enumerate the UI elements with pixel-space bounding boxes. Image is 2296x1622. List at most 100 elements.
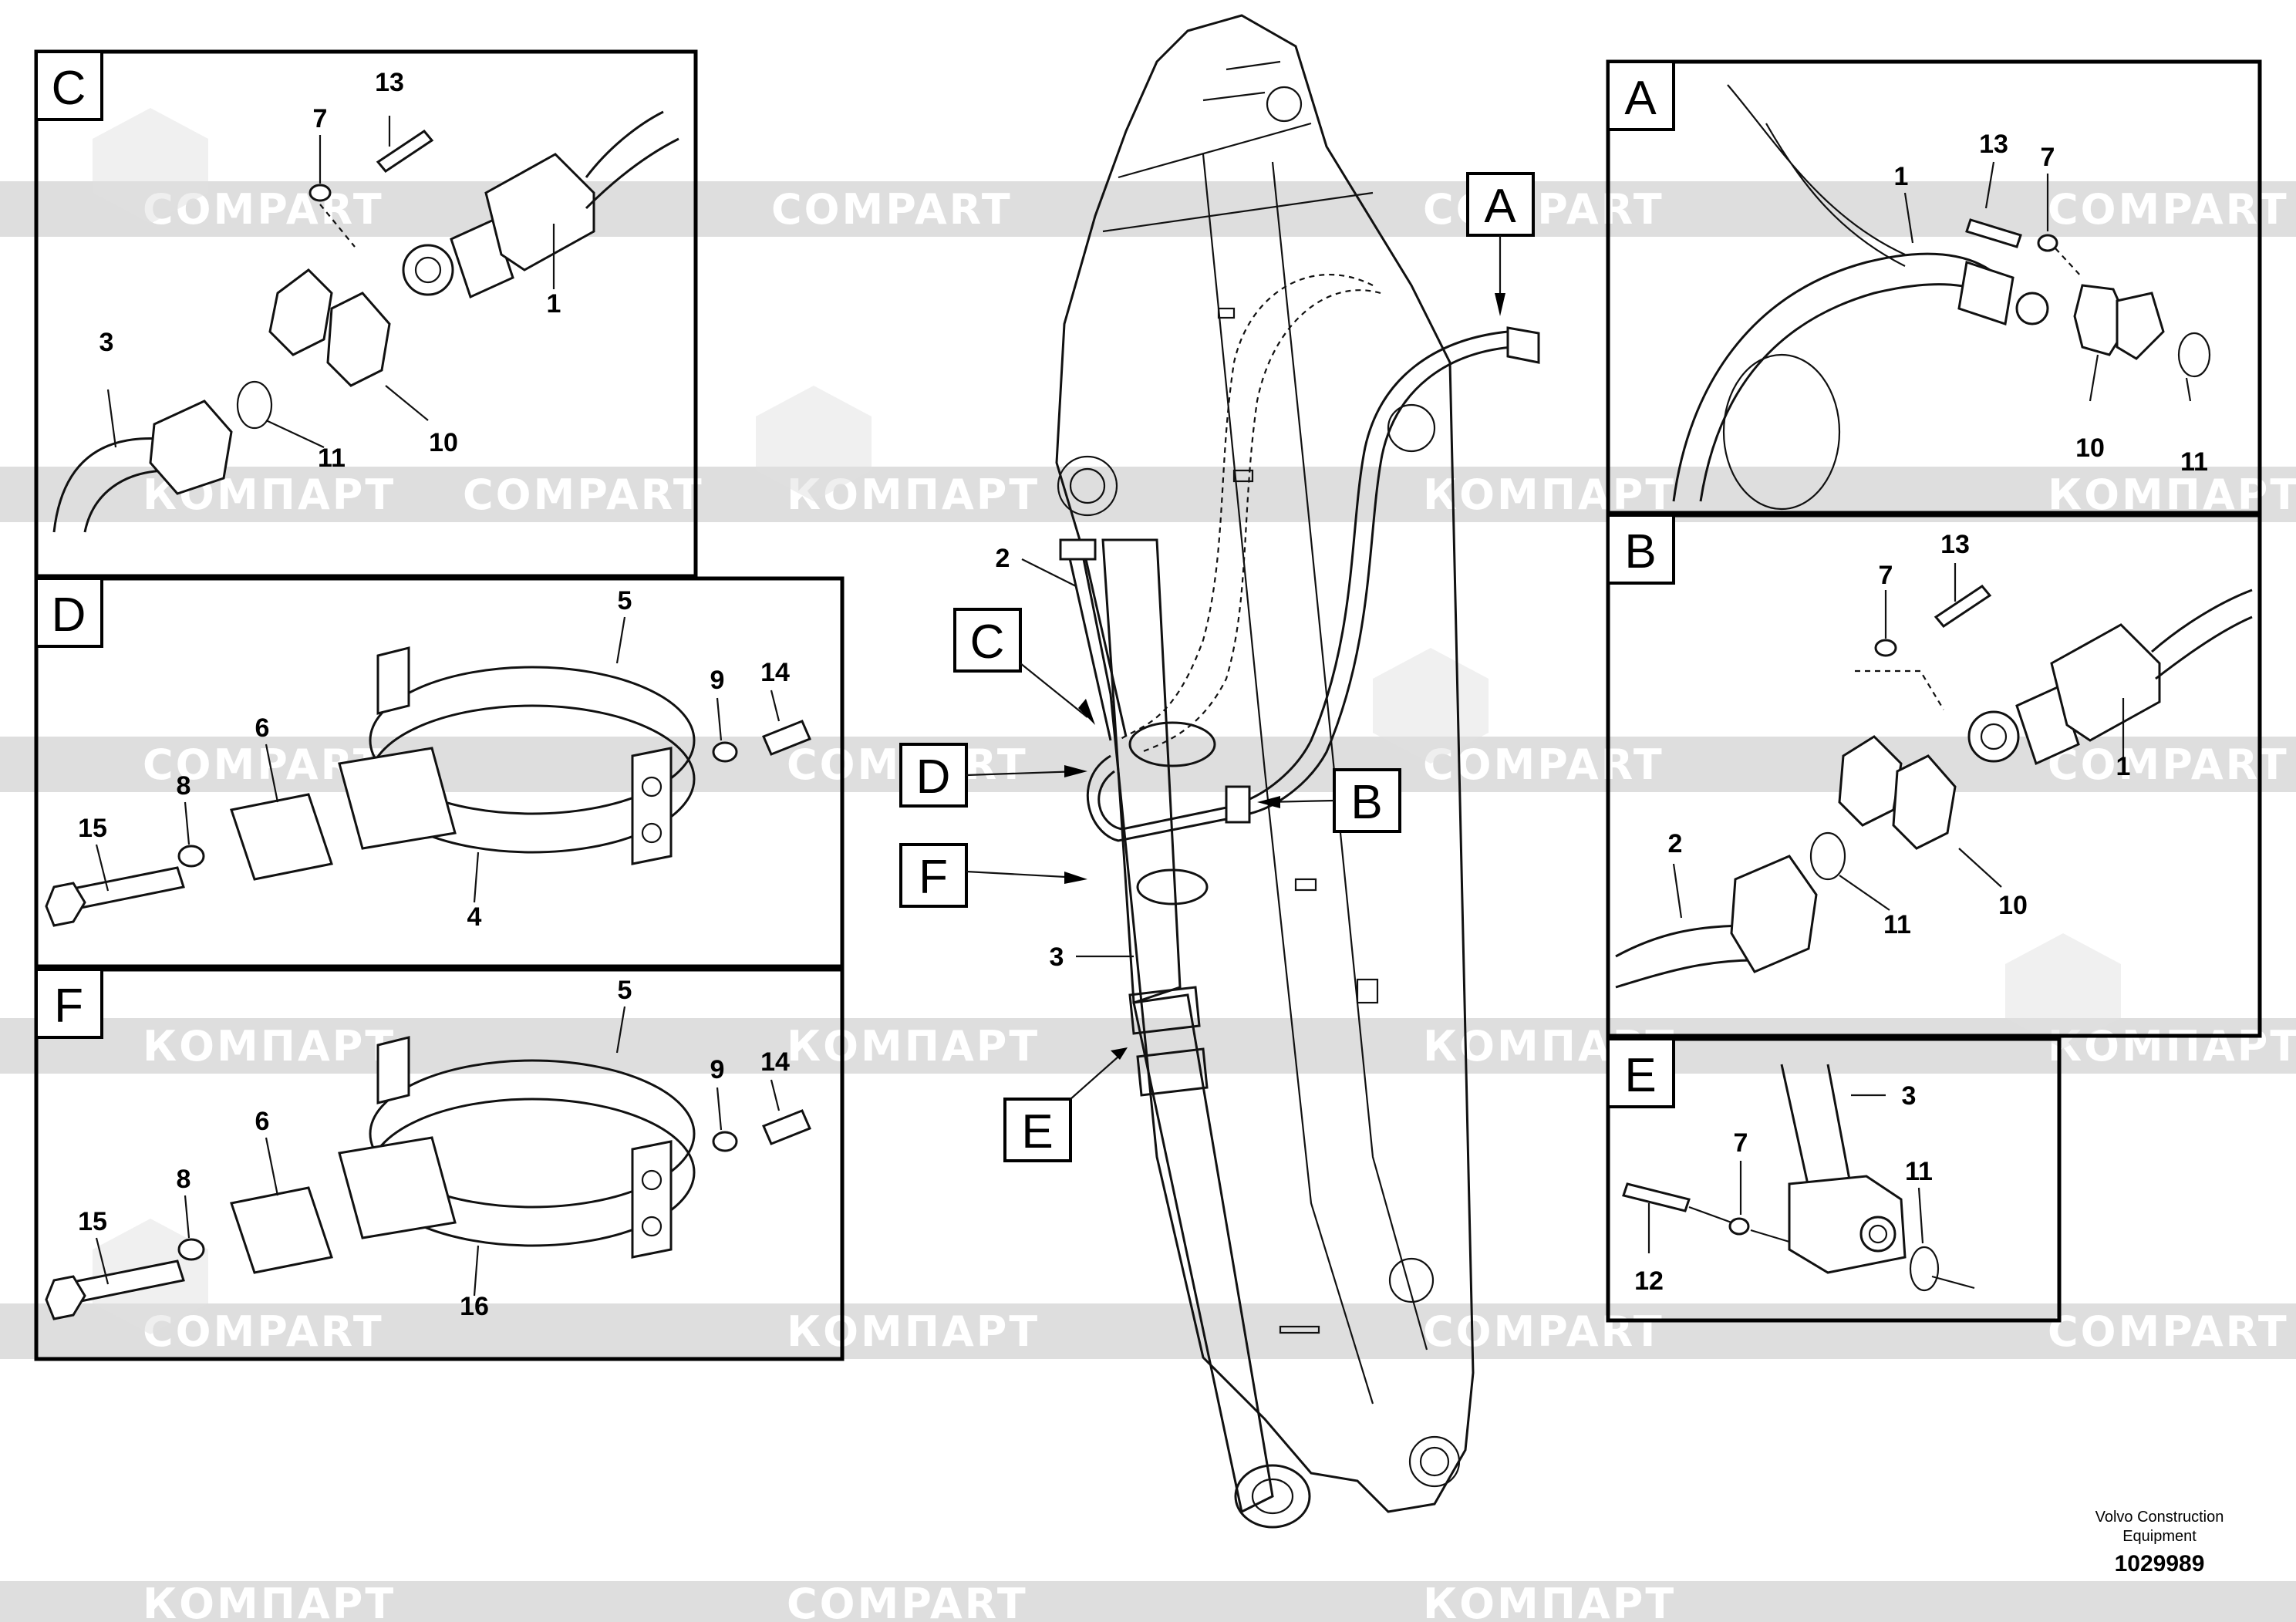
- callout: 16: [460, 1292, 489, 1321]
- panel-letter: E: [1624, 1049, 1656, 1102]
- callout: 14: [760, 1047, 790, 1077]
- tag-c-box: [953, 608, 1022, 673]
- callout: 2: [1668, 829, 1683, 858]
- panel-e: E 3 7 11 12: [1606, 1037, 2062, 1323]
- hose-1: [1672, 252, 1991, 502]
- callout: 6: [255, 1107, 270, 1136]
- callout: 7: [313, 104, 328, 133]
- block-6a: [338, 747, 457, 850]
- callout: 12: [1634, 1266, 1664, 1296]
- watermark-text: COMPART: [143, 185, 384, 234]
- hose-a-to-b: [1241, 330, 1509, 804]
- callout: 10: [1998, 891, 2028, 920]
- watermark-text: COMPART: [143, 1307, 384, 1356]
- watermark-text: КОМПАРТ: [143, 1022, 396, 1071]
- watermark-text: КОМПАРТ: [787, 1022, 1040, 1071]
- clamp-5: [369, 666, 696, 815]
- callout: 15: [78, 814, 107, 843]
- panel-letter: F: [54, 980, 83, 1033]
- callout: 2: [996, 544, 1010, 573]
- washer-8: [177, 1238, 205, 1261]
- watermark-text: КОМПАРТ: [787, 1307, 1040, 1356]
- hose-3: [52, 437, 170, 533]
- watermark-text: КОМПАРТ: [1423, 1580, 1676, 1622]
- bolt-13: [1965, 218, 2022, 248]
- clamp-d: [1128, 721, 1216, 767]
- watermark-text: COMPART: [1423, 185, 1664, 234]
- o-ring-11: [236, 380, 273, 430]
- callout: 1: [2116, 752, 2131, 781]
- block-6a: [338, 1136, 457, 1239]
- split-flange-10: [1892, 754, 1957, 850]
- hose-fitting: [402, 244, 454, 296]
- tag-a-box: [1466, 172, 1535, 237]
- panel-a: A 1 13 7 10 11: [1606, 59, 2262, 515]
- clamp-f: [1136, 868, 1209, 905]
- watermark-text: COMPART: [2048, 1307, 2289, 1356]
- panel-f: F 5 9 14 6 8 15 16: [34, 967, 845, 1361]
- callout: 9: [710, 1055, 725, 1084]
- o-ring-11: [2177, 332, 2211, 378]
- callout: 3: [1902, 1081, 1917, 1111]
- flange-2: [1730, 855, 1818, 973]
- callout: 1: [1894, 162, 1909, 191]
- tag-b: B: [1350, 776, 1382, 829]
- callout: 3: [99, 328, 114, 357]
- washer-7: [1874, 639, 1897, 657]
- callout: 15: [78, 1207, 107, 1236]
- washer-9: [712, 1131, 738, 1152]
- tag-e-box: [1003, 1098, 1072, 1162]
- panel-letter: D: [52, 588, 86, 642]
- watermark-text: COMPART: [787, 1580, 1028, 1622]
- bolt-14: [762, 720, 811, 756]
- callout: 5: [618, 976, 632, 1005]
- bolt-12: [1622, 1182, 1691, 1212]
- split-flange-10: [326, 292, 391, 387]
- bolt-13: [376, 130, 434, 173]
- o-ring-11: [1909, 1246, 1940, 1292]
- watermark-text: COMPART: [1423, 740, 1664, 789]
- cylinder-rod: [1132, 993, 1274, 1514]
- hose-fitting: [1967, 710, 2020, 763]
- main-boom-view: [1055, 14, 1540, 1529]
- maker-line-1: Volvo Construction: [2095, 1509, 2224, 1526]
- tag-d: D: [916, 750, 951, 804]
- block-6: [230, 1186, 333, 1274]
- callout: 11: [318, 443, 346, 473]
- block-6: [230, 793, 333, 881]
- tag-f-box: [899, 843, 968, 908]
- split-flange-10: [2073, 284, 2130, 356]
- panel-c: C 13 7 1 3 11 10: [34, 49, 698, 578]
- tag-e: E: [1021, 1105, 1053, 1158]
- watermark-text: КОМПАРТ: [787, 470, 1040, 519]
- callout: 6: [255, 713, 270, 743]
- callout: 7: [1879, 561, 1893, 590]
- watermark-text: COMPART: [2048, 185, 2289, 234]
- washer-8: [177, 845, 205, 868]
- tube-3: [1780, 1064, 1853, 1189]
- hose-1: [2151, 588, 2253, 680]
- washer-7: [308, 184, 332, 202]
- bolt-13: [1934, 585, 1992, 628]
- o-ring-11: [1809, 831, 1846, 881]
- washer-7: [1728, 1217, 1750, 1236]
- hose-1-ferrule: [484, 153, 595, 271]
- panel-letter: A: [1624, 72, 1657, 125]
- callout: 8: [177, 771, 191, 801]
- callout: 3: [1050, 943, 1064, 972]
- washer-7: [2037, 234, 2058, 252]
- arm-cylinder: [1101, 538, 1182, 1005]
- callout: 1: [547, 289, 561, 319]
- tag-f: F: [919, 851, 948, 904]
- hose-1-ferrule: [2050, 623, 2161, 742]
- split-flange-left: [268, 268, 333, 356]
- callout: 11: [2180, 447, 2208, 477]
- washer-9: [712, 741, 738, 763]
- callout: 10: [2075, 433, 2105, 463]
- maker-line-2: Equipment: [2122, 1528, 2197, 1545]
- tag-a: A: [1484, 180, 1516, 233]
- panel-d: D 5 9 14 6 8 15 4: [34, 576, 845, 969]
- hose-block-b: [1225, 785, 1251, 824]
- callout: 7: [2041, 143, 2055, 172]
